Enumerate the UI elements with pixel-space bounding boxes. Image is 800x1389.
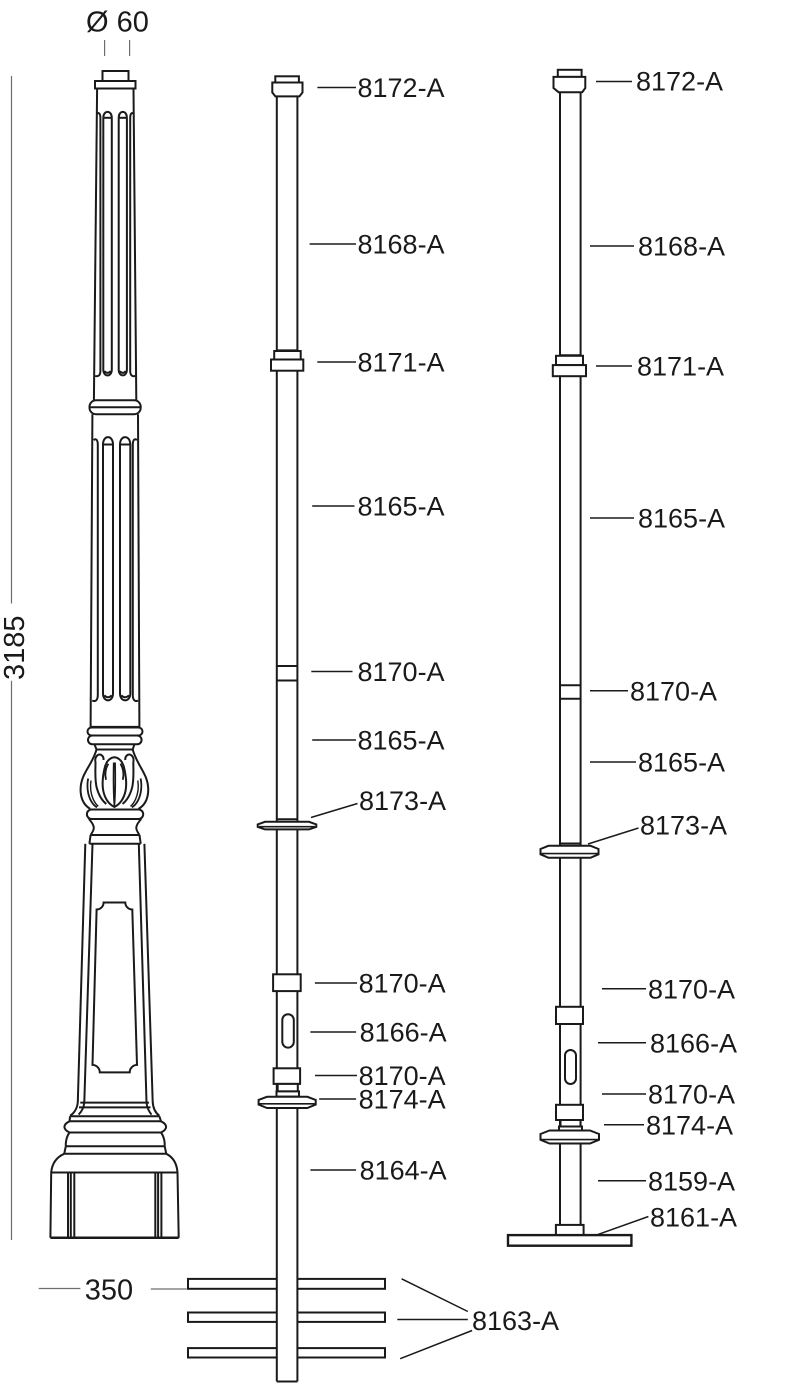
svg-text:8171-A: 8171-A [637, 352, 724, 382]
svg-text:8170-A: 8170-A [359, 1061, 446, 1091]
svg-text:8172-A: 8172-A [636, 67, 723, 97]
svg-text:8171-A: 8171-A [358, 348, 445, 378]
svg-text:8170-A: 8170-A [630, 676, 717, 706]
svg-text:8172-A: 8172-A [358, 73, 445, 103]
svg-text:8159-A: 8159-A [648, 1166, 735, 1196]
svg-text:8165-A: 8165-A [638, 748, 725, 778]
svg-text:8166-A: 8166-A [650, 1028, 737, 1058]
svg-text:8166-A: 8166-A [360, 1018, 447, 1048]
svg-text:8161-A: 8161-A [650, 1203, 737, 1233]
svg-text:8174-A: 8174-A [359, 1085, 446, 1115]
svg-text:8168-A: 8168-A [358, 230, 445, 260]
svg-text:8170-A: 8170-A [648, 1080, 735, 1110]
svg-text:8164-A: 8164-A [360, 1156, 447, 1186]
svg-text:8174-A: 8174-A [646, 1110, 733, 1140]
svg-text:8173-A: 8173-A [359, 786, 446, 816]
svg-text:8165-A: 8165-A [358, 492, 445, 522]
svg-text:8173-A: 8173-A [640, 811, 727, 841]
svg-text:8163-A: 8163-A [472, 1306, 559, 1336]
svg-text:8168-A: 8168-A [638, 232, 725, 262]
svg-text:8170-A: 8170-A [359, 969, 446, 999]
svg-text:3185: 3185 [0, 615, 31, 680]
svg-text:Ø 60: Ø 60 [86, 7, 149, 39]
svg-text:8170-A: 8170-A [648, 974, 735, 1004]
svg-text:350: 350 [85, 1275, 133, 1307]
svg-text:8165-A: 8165-A [358, 726, 445, 756]
svg-text:8165-A: 8165-A [638, 504, 725, 534]
svg-text:8170-A: 8170-A [358, 657, 445, 687]
